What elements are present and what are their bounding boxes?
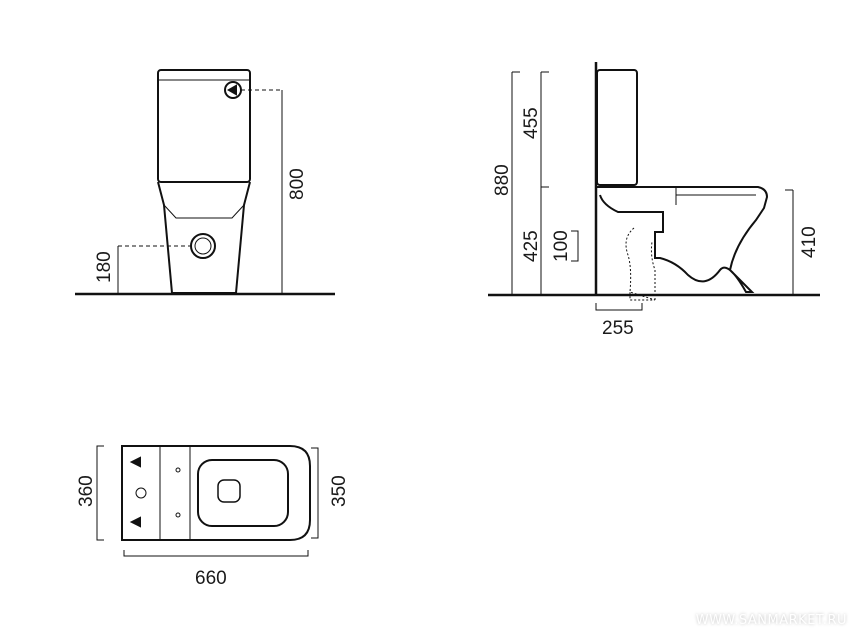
dim-front-outlet-height: 180: [94, 251, 115, 283]
dim-side-outlet-offset: 255: [602, 318, 634, 339]
dim-top-length: 660: [195, 568, 227, 589]
dim-side-total-height: 880: [492, 164, 513, 196]
dim-side-seat-height: 410: [799, 226, 820, 258]
side-view: [488, 62, 820, 311]
watermark: WWW.SANMARKET.RU: [695, 613, 847, 628]
toilet-outline-top: [121, 445, 311, 541]
top-view: [96, 445, 319, 557]
flush-button-icon: [129, 516, 141, 528]
dim-top-tank-width: 360: [76, 475, 97, 507]
bowl-side: [597, 186, 769, 293]
dim-front-total-height: 800: [287, 168, 308, 200]
cistern-side: [596, 69, 638, 186]
dim-side-outlet-size: 100: [551, 230, 572, 262]
bowl-opening-top: [197, 459, 289, 527]
front-view: [75, 69, 335, 296]
dim-top-bowl-width: 350: [329, 475, 350, 507]
dim-side-tank-height: 455: [521, 107, 542, 139]
bowl-pedestal-front: [157, 181, 251, 294]
flush-button-icon: [129, 456, 141, 468]
cistern-front: [157, 69, 251, 183]
dim-side-bowl-height: 425: [521, 230, 542, 262]
outlet-circle: [190, 233, 216, 259]
